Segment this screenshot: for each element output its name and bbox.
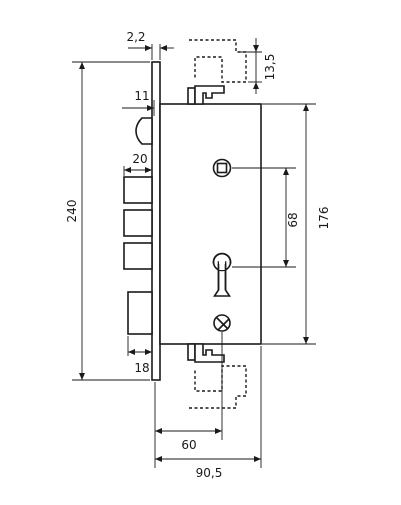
dim-case-height — [262, 103, 316, 345]
latch-bolt — [135, 117, 153, 145]
dim-spindle-to-cylinder — [232, 167, 296, 268]
dim-top-bolt-travel — [238, 38, 262, 94]
label-240: 240 — [65, 200, 79, 223]
spindle-hole — [212, 158, 232, 178]
bottom-rod-mechanism — [187, 343, 247, 409]
label-60: 60 — [181, 438, 196, 452]
label-2-2: 2,2 — [126, 30, 145, 44]
dim-faceplate-height — [72, 61, 150, 381]
lower-bolt — [127, 291, 153, 335]
lock-case — [159, 103, 262, 345]
label-13-5: 13,5 — [263, 54, 277, 81]
dim-case-depth — [155, 346, 262, 468]
dim-backset — [154, 332, 223, 468]
label-90-5: 90,5 — [196, 466, 223, 480]
label-176: 176 — [317, 207, 331, 230]
dim-latch-offset — [122, 100, 155, 116]
screw — [213, 314, 231, 332]
deadbolt-3 — [123, 242, 153, 270]
label-20: 20 — [132, 152, 147, 166]
top-rod-mechanism — [187, 39, 247, 105]
label-11: 11 — [134, 89, 149, 103]
dim-faceplate-thickness — [128, 44, 174, 60]
dim-latch-depth — [123, 166, 152, 176]
label-68: 68 — [286, 212, 300, 227]
deadbolt-1 — [123, 176, 153, 204]
dim-deadbolt-depth — [127, 336, 152, 356]
deadbolt-2 — [123, 209, 153, 237]
label-18: 18 — [134, 361, 149, 375]
faceplate — [151, 61, 161, 381]
